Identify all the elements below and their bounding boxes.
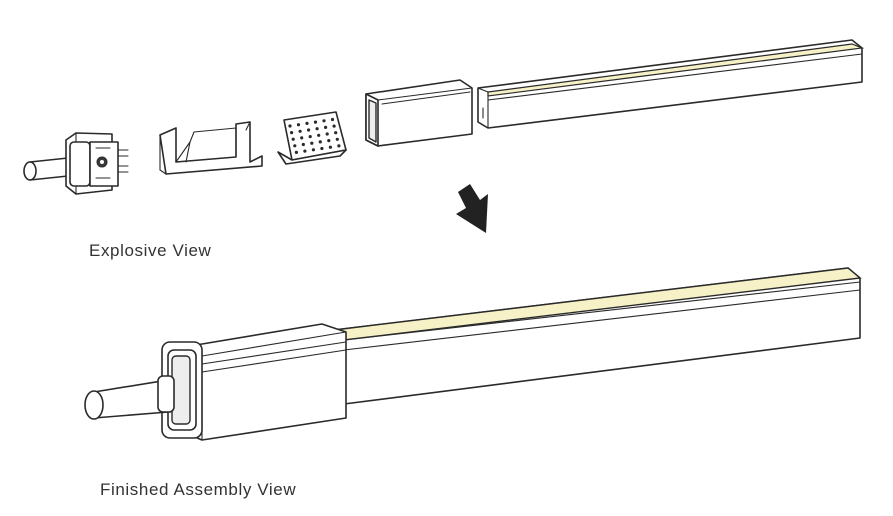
perforation-hole — [315, 127, 319, 131]
perforation-hole — [310, 141, 314, 145]
perforation-hole — [290, 131, 294, 135]
perforation-hole — [296, 123, 301, 127]
perforation-hole — [325, 132, 329, 136]
perforation-hole — [294, 150, 298, 154]
perforation-hole — [332, 124, 336, 128]
perforation-hole — [303, 149, 307, 153]
perforation-hole — [320, 146, 324, 151]
perforation-hole — [300, 136, 304, 140]
perforation-hole — [301, 142, 305, 147]
perforation-hole — [311, 148, 315, 152]
perforation-hole — [305, 121, 309, 125]
perforation-hole — [318, 140, 322, 144]
perforation-hole — [322, 119, 326, 123]
perforation-hole — [328, 145, 332, 149]
perforation-hole — [327, 139, 331, 143]
perforation-hole — [330, 117, 335, 122]
assembled-neon-profile — [332, 267, 862, 405]
perforation-hole — [298, 129, 302, 133]
exploded-perforated-plate — [277, 111, 347, 165]
assembled-view-label: Finished Assembly View — [100, 480, 297, 499]
arrow-down-right-icon — [456, 184, 488, 233]
perforation-hole — [337, 144, 341, 148]
perforation-hole — [334, 131, 338, 135]
perforation-hole — [335, 137, 339, 141]
exploded-sleeve — [365, 79, 473, 147]
perforation-hole — [291, 137, 295, 141]
exploded-end-cap — [65, 132, 129, 195]
perforation-hole — [308, 135, 312, 139]
assembled-sleeve — [177, 323, 347, 441]
perforation-hole — [293, 144, 297, 148]
perforation-hole — [317, 133, 321, 137]
perforation-hole — [324, 125, 328, 129]
perforation-hole — [288, 124, 292, 128]
assembled-end-cap — [161, 341, 203, 439]
exploded-view-label: Explosive View — [89, 241, 212, 260]
exploded-clip — [159, 121, 263, 175]
perforation-hole — [313, 120, 318, 124]
exploded-cable — [23, 157, 69, 181]
assembled-cable — [84, 375, 175, 420]
exploded-neon-strip — [477, 39, 865, 129]
perforation-hole — [307, 128, 311, 132]
